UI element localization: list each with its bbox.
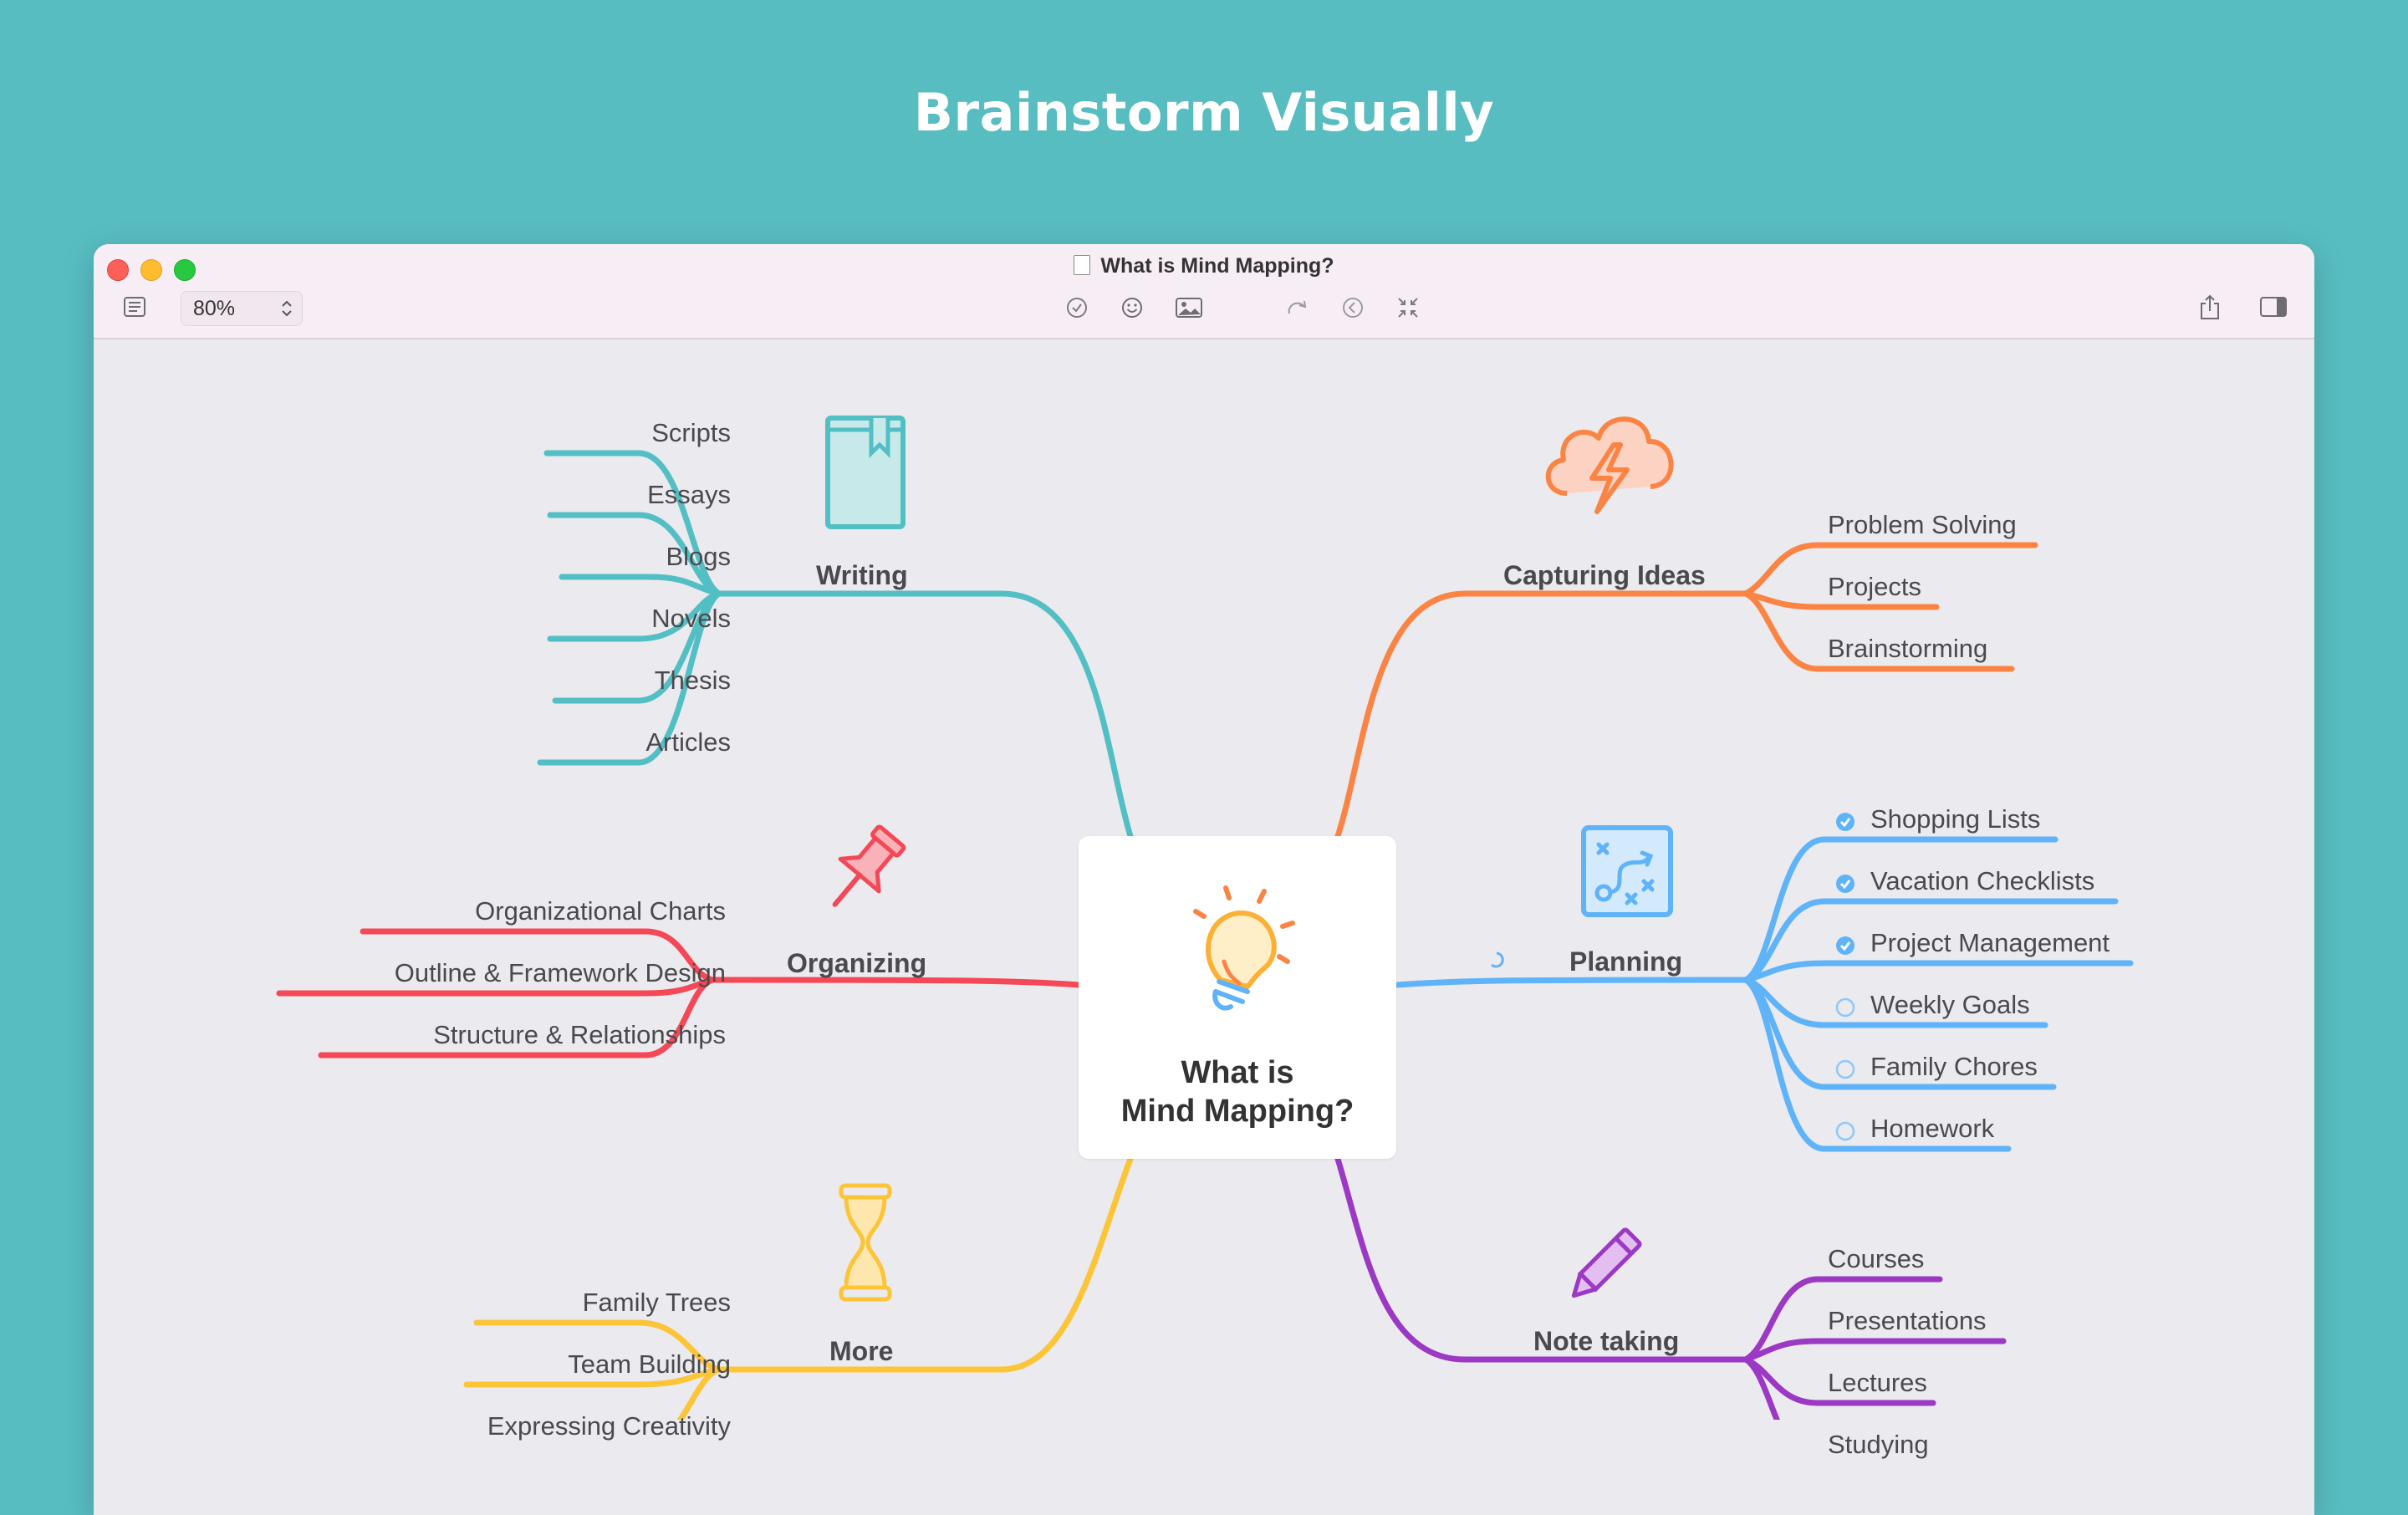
zoom-stepper[interactable]: 80%: [181, 291, 303, 326]
sidebar-icon[interactable]: [2259, 294, 2288, 319]
app-window: What is Mind Mapping? 80%: [94, 244, 2314, 1515]
topic-family-trees[interactable]: Family Trees: [582, 1288, 731, 1317]
topic-presentations[interactable]: Presentations: [1828, 1306, 1987, 1335]
map-plan-icon: [1581, 825, 1673, 917]
book-icon: [825, 416, 906, 529]
checkbox-checked-icon[interactable]: [1834, 873, 1856, 895]
planning-connectors: [1393, 836, 2134, 1152]
organizing-connectors: [276, 928, 1082, 1058]
more-connectors: [463, 1155, 1134, 1420]
checkbox-empty-icon[interactable]: [1834, 1058, 1856, 1080]
checkbox-checked-icon[interactable]: [1834, 935, 1856, 956]
window-title: What is Mind Mapping?: [94, 254, 2314, 278]
topic-weekly-goals[interactable]: Weekly Goals: [1870, 990, 2030, 1019]
topic-essays[interactable]: Essays: [647, 480, 731, 509]
topic-structure-relationships[interactable]: Structure & Relationships: [433, 1020, 726, 1049]
topic-novels[interactable]: Novels: [651, 604, 731, 633]
topic-studying[interactable]: Studying: [1828, 1430, 1929, 1459]
checkbox-checked-icon[interactable]: [1834, 811, 1856, 833]
branch-capturing-ideas[interactable]: Capturing Ideas: [1503, 560, 1706, 590]
minimize-window-button[interactable]: [140, 259, 162, 281]
pencil-icon: [1571, 1227, 1642, 1298]
topic-vacation-checklists[interactable]: Vacation Checklists: [1870, 866, 2095, 895]
topic-projects[interactable]: Projects: [1828, 572, 1921, 601]
checkbox-empty-icon[interactable]: [1834, 1120, 1856, 1142]
collapse-icon[interactable]: [1395, 294, 1421, 321]
topic-thesis[interactable]: Thesis: [654, 666, 731, 695]
document-icon: [1074, 255, 1091, 275]
topic-expressing-creativity[interactable]: Expressing Creativity: [487, 1411, 731, 1441]
close-window-button[interactable]: [107, 259, 129, 281]
capturing-connectors: [1334, 542, 2038, 839]
zoom-value: 80%: [193, 297, 236, 320]
topic-brainstorming[interactable]: Brainstorming: [1828, 634, 1988, 663]
topic-family-chores[interactable]: Family Chores: [1870, 1052, 2038, 1081]
lightbulb-icon: [1193, 885, 1295, 1011]
topic-courses[interactable]: Courses: [1828, 1244, 1925, 1273]
checkbox-empty-icon[interactable]: [1834, 997, 1856, 1018]
topic-lectures[interactable]: Lectures: [1828, 1368, 1927, 1397]
branch-planning[interactable]: Planning: [1569, 946, 1683, 977]
branch-writing[interactable]: Writing: [816, 560, 908, 590]
branch-note-taking[interactable]: Note taking: [1533, 1326, 1680, 1356]
writing-connectors: [537, 450, 1134, 839]
topic-articles[interactable]: Articles: [645, 727, 731, 757]
topic-blogs[interactable]: Blogs: [666, 542, 731, 571]
notetaking-connectors: [1334, 1155, 2007, 1420]
topic-shopping-lists[interactable]: Shopping Lists: [1870, 804, 2041, 834]
stepper-arrows-icon: [282, 300, 292, 317]
zoom-window-button[interactable]: [174, 259, 196, 281]
topic-team-building[interactable]: Team Building: [568, 1349, 731, 1379]
topic-organizational-charts[interactable]: Organizational Charts: [475, 896, 726, 926]
redo-icon[interactable]: [1284, 294, 1311, 321]
share-icon[interactable]: [2197, 293, 2222, 321]
storm-cloud-icon: [1545, 416, 1674, 514]
hero-title: Brainstorm Visually: [913, 82, 1495, 143]
hourglass-icon: [839, 1183, 892, 1302]
topic-homework[interactable]: Homework: [1870, 1114, 1995, 1143]
emoji-icon[interactable]: [1119, 294, 1145, 321]
branch-more[interactable]: More: [829, 1336, 894, 1366]
mindmap-connectors: [276, 450, 2134, 1420]
collapse-indicator-icon: [1491, 951, 1504, 968]
central-topic-title: What is Mind Mapping?: [1120, 1055, 1354, 1129]
topic-project-management[interactable]: Project Management: [1870, 928, 2110, 957]
central-topic[interactable]: What is Mind Mapping?: [1079, 836, 1396, 1159]
pushpin-icon: [832, 824, 906, 907]
topic-outline-framework[interactable]: Outline & Framework Design: [394, 958, 726, 987]
outline-icon[interactable]: [122, 294, 147, 319]
titlebar: What is Mind Mapping? 80%: [94, 244, 2314, 339]
topic-problem-solving[interactable]: Problem Solving: [1828, 510, 2017, 539]
task-check-icon[interactable]: [1064, 294, 1090, 321]
back-icon[interactable]: [1339, 294, 1366, 321]
topic-scripts[interactable]: Scripts: [651, 418, 731, 447]
branch-organizing[interactable]: Organizing: [787, 948, 927, 978]
image-icon[interactable]: [1174, 294, 1204, 321]
